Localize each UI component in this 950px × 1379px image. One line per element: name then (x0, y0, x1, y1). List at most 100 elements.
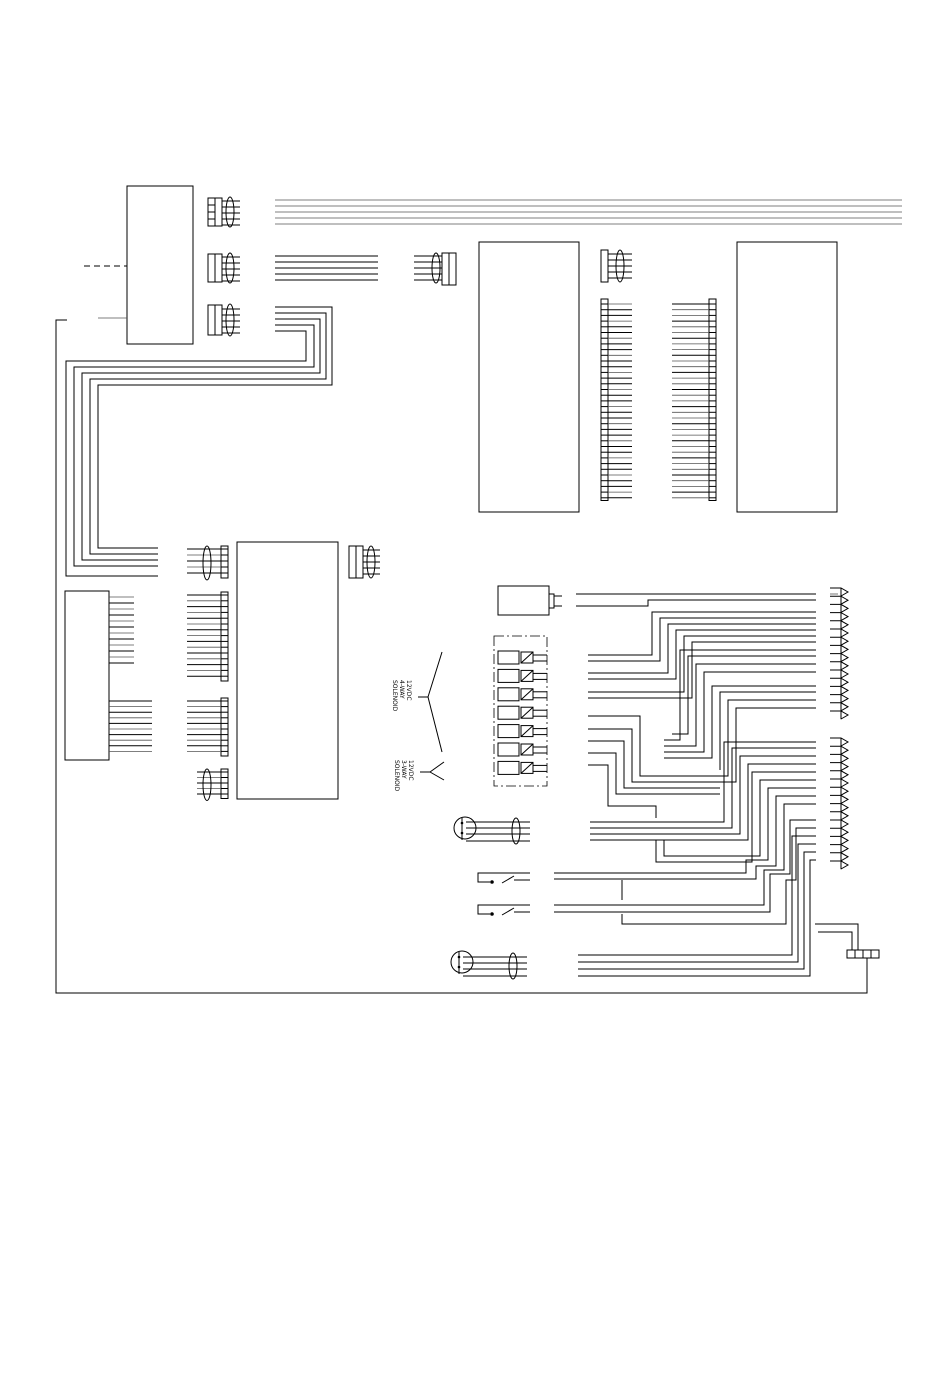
wire (622, 828, 816, 924)
terminal (830, 845, 848, 853)
wire (578, 860, 816, 976)
label-line: 12VDC (407, 760, 414, 781)
solenoid-4way-pointer (418, 652, 442, 752)
controller-board (237, 542, 338, 799)
connector-j4 (414, 253, 456, 285)
pin-header (601, 299, 608, 501)
label-line: 3-WAY (400, 760, 407, 779)
terminal (830, 836, 848, 844)
relay (498, 725, 519, 738)
switch-1 (478, 873, 530, 883)
relay (498, 651, 519, 664)
connector-board-small (601, 250, 632, 282)
wire (554, 788, 816, 873)
wire (576, 600, 816, 606)
terminal (830, 596, 848, 604)
terminal (830, 754, 848, 762)
terminal (830, 604, 848, 612)
sensor-circle-1 (454, 817, 530, 844)
terminal (830, 861, 848, 869)
relay (498, 761, 519, 774)
wire (720, 700, 816, 776)
terminal (830, 711, 848, 719)
label-line: SOLENOID (393, 760, 400, 792)
solenoid-3way-pointer (420, 762, 444, 780)
terminal (830, 629, 848, 637)
terminal (830, 637, 848, 645)
mid-harness (275, 256, 378, 280)
svg-text:SOLENOID: SOLENOID (391, 680, 398, 712)
terminal (830, 795, 848, 803)
terminal (830, 804, 848, 812)
terminal (830, 738, 848, 746)
wire (664, 686, 816, 758)
terminal (830, 853, 848, 861)
wire (720, 692, 816, 770)
board-left (479, 242, 579, 512)
board-right (737, 242, 837, 512)
terminal (830, 746, 848, 754)
connector-bottom-right (815, 924, 879, 958)
controller-connectors (187, 546, 228, 801)
terminal (830, 670, 848, 678)
terminal-block-wires (109, 597, 152, 751)
ribbon-connector-left (601, 299, 632, 501)
wire (588, 765, 656, 818)
routed-harness-left (66, 307, 332, 576)
terminal (830, 588, 848, 596)
pin-header (221, 592, 228, 681)
wire-bundle (203, 769, 211, 801)
power-relay (498, 586, 562, 615)
terminal (830, 695, 848, 703)
terminal-strip-right (830, 588, 848, 869)
relay (498, 743, 519, 756)
wire (588, 624, 816, 673)
wire (554, 804, 816, 905)
terminal (830, 763, 848, 771)
svg-text:SOLENOID: SOLENOID (393, 760, 400, 792)
terminal (830, 779, 848, 787)
relay-bank (498, 651, 547, 774)
connector-j2 (208, 253, 240, 283)
relay (498, 669, 519, 682)
terminal (830, 820, 848, 828)
terminal (830, 686, 848, 694)
connector-ctrl-right (349, 546, 380, 578)
wire (672, 656, 816, 734)
svg-text:3-WAY: 3-WAY (400, 760, 407, 779)
relay (498, 706, 519, 719)
relay (498, 688, 519, 701)
terminal (830, 654, 848, 662)
terminal (830, 678, 848, 686)
wire (578, 836, 816, 955)
svg-text:4-WAY: 4-WAY (398, 680, 405, 699)
ribbon-connector-right (672, 299, 716, 501)
terminal (830, 828, 848, 836)
terminal (830, 812, 848, 820)
terminal (830, 662, 848, 670)
connector-j3 (208, 304, 240, 336)
top-harness (275, 200, 902, 224)
terminal (830, 703, 848, 711)
wire (554, 796, 816, 879)
terminal (830, 787, 848, 795)
sensor-circle-2 (451, 951, 527, 979)
connector-j1 (208, 197, 240, 227)
switch-2 (478, 905, 530, 915)
solenoid-3way-label: 12VDC 3-WAY SOLENOID (393, 760, 414, 792)
terminal-block-left (65, 591, 109, 760)
label-line: SOLENOID (391, 680, 398, 712)
wire-bundle (203, 546, 211, 580)
right-harness (554, 594, 838, 976)
solenoid-4way-label: 12VDC 4-WAY SOLENOID (391, 680, 412, 712)
label-line: 4-WAY (398, 680, 405, 699)
control-module-top (84, 186, 193, 344)
pin-header (709, 299, 716, 501)
terminal (830, 645, 848, 653)
terminal (830, 613, 848, 621)
wire (664, 672, 816, 752)
svg-text:12VDC: 12VDC (405, 680, 412, 701)
terminal (830, 771, 848, 779)
terminal (830, 621, 848, 629)
